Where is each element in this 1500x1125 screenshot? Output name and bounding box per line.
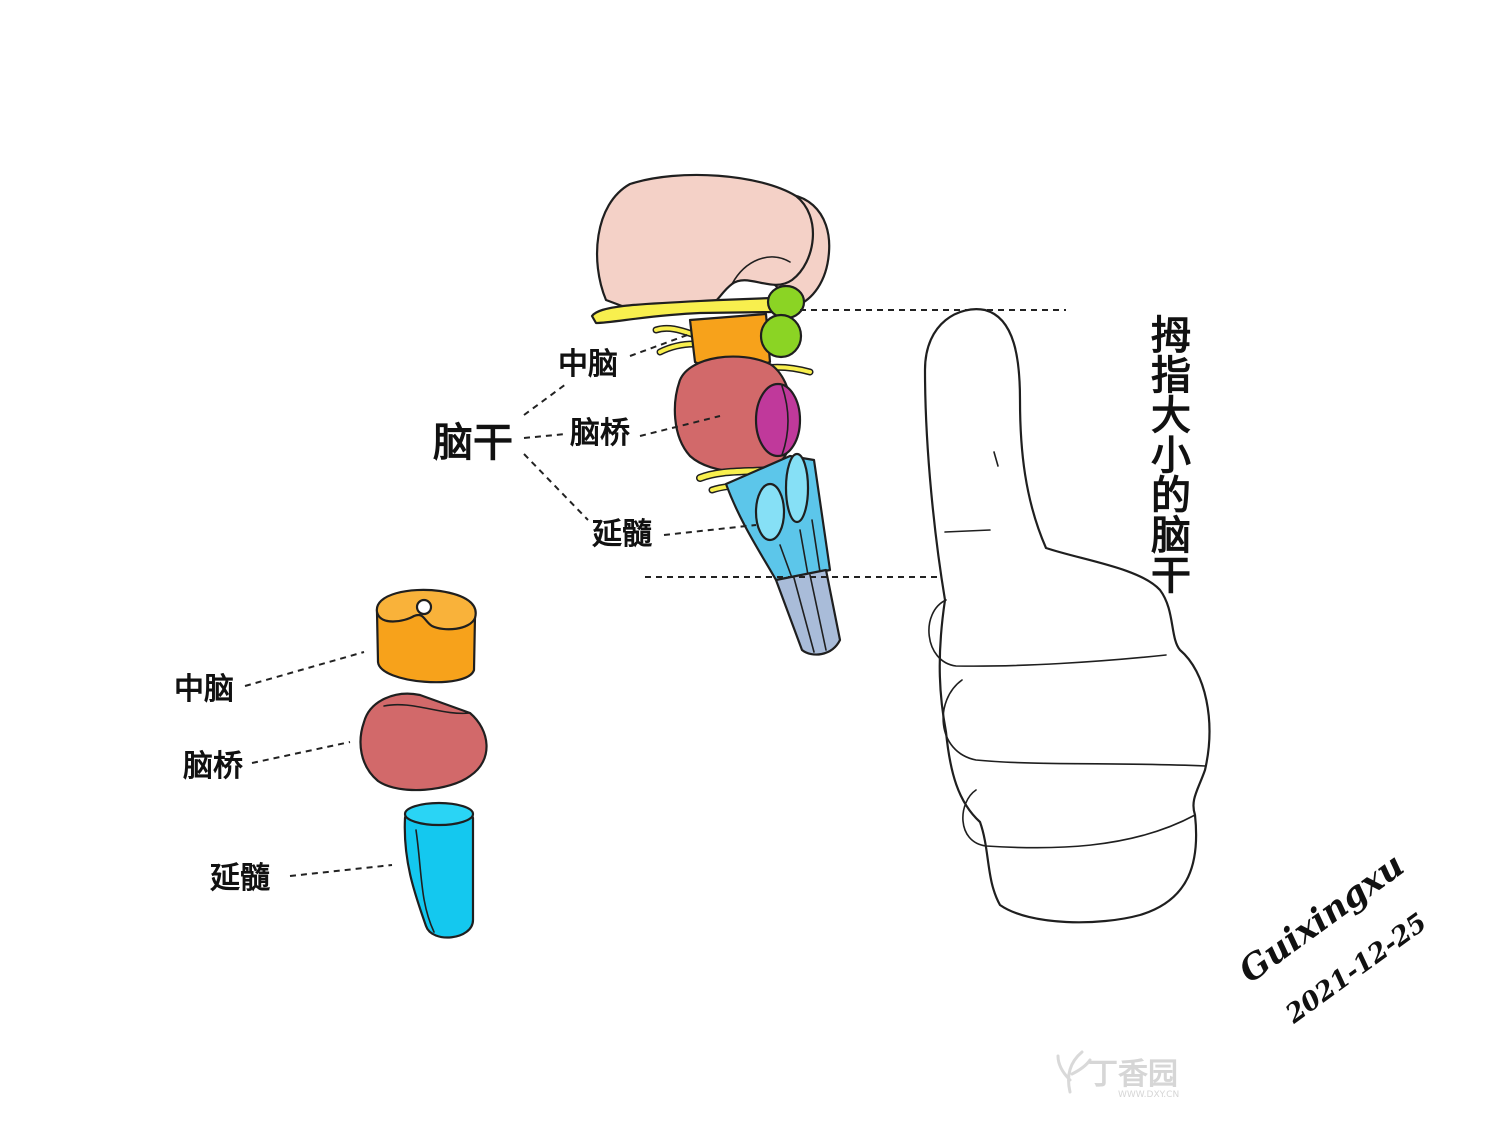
olive xyxy=(754,482,786,542)
thalamus-curve xyxy=(731,256,791,285)
label-pons-top: 脑桥 xyxy=(570,416,630,451)
watermark: 丁香园 WWW.DXY.CN xyxy=(1056,1050,1179,1100)
medulla-piece-top xyxy=(403,801,475,827)
label-medulla-top: 延髓 xyxy=(591,517,652,552)
signature-name: Guixingxu xyxy=(1232,845,1412,991)
signature: Guixingxu 2021-12-25 xyxy=(1232,845,1433,1030)
finger-crease-3 xyxy=(962,789,1196,849)
superior-colliculus xyxy=(766,284,806,320)
pons-piece xyxy=(359,692,488,792)
spinal-cord xyxy=(774,568,842,656)
brain-model xyxy=(590,173,842,656)
watermark-brand: 丁香园 xyxy=(1088,1057,1178,1092)
watermark-url: WWW.DXY.CN xyxy=(1118,1090,1179,1100)
thumb-crease xyxy=(944,529,991,533)
cerebral-peduncle xyxy=(754,382,802,458)
finger-crease-1 xyxy=(928,599,1167,667)
peduncle-divider xyxy=(781,385,789,456)
pons-piece-flap xyxy=(383,703,471,715)
label-midbrain-bottom: 中脑 xyxy=(174,672,234,707)
label-brainstem: 脑干 xyxy=(433,420,513,466)
thumbs-up-hand xyxy=(923,308,1211,924)
inferior-colliculus xyxy=(759,313,803,359)
label-midbrain-top: 中脑 xyxy=(558,347,618,382)
watermark-logo-icon xyxy=(1056,1050,1092,1094)
midbrain-piece-notch xyxy=(415,598,433,616)
hand-outline xyxy=(923,308,1211,924)
finger-crease-2 xyxy=(942,679,1206,767)
medulla-lines xyxy=(779,519,821,579)
cranial-nerves-upper xyxy=(652,324,698,356)
medulla-piece-curve xyxy=(415,829,435,933)
separated-parts xyxy=(359,588,488,939)
pyramid xyxy=(784,452,810,524)
leader-lines-bottom xyxy=(244,651,393,877)
thumb-nail-mark xyxy=(993,451,999,467)
side-title-thumb-sized-brainstem: 拇指大小的脑干 xyxy=(1144,314,1190,594)
label-medulla-bottom: 延髓 xyxy=(209,861,270,896)
label-pons-bottom: 脑桥 xyxy=(183,749,243,784)
spinal-cord-lines xyxy=(793,574,827,653)
leader-lines-top xyxy=(523,333,757,536)
